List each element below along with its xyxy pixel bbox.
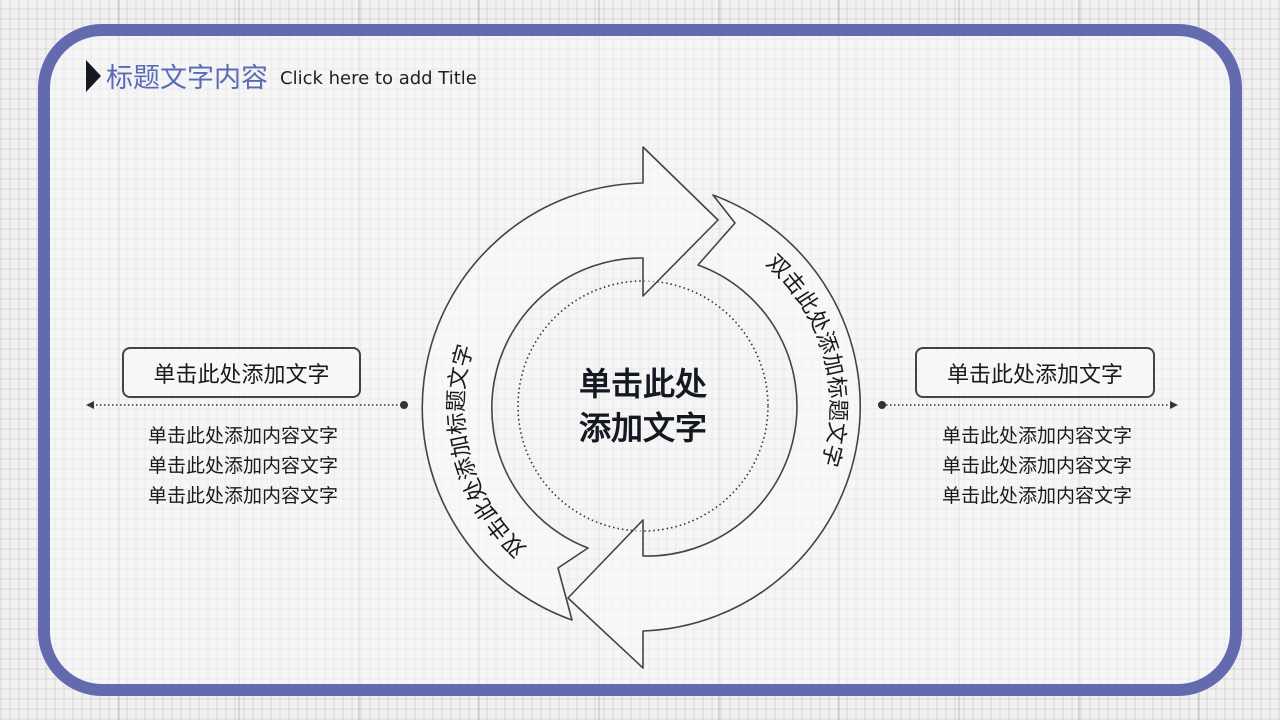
center-text[interactable]: 单击此处 添加文字 [543,362,743,450]
list-item: 单击此处添加内容文字 [941,425,1132,447]
list-item: 单击此处添加内容文字 [147,455,338,477]
left-heading-box[interactable]: 单击此处添加文字 [122,347,361,398]
title-chinese[interactable]: 标题文字内容 [106,63,268,94]
triangle-bullet-icon [86,59,101,92]
right-connector-dot [878,401,886,409]
right-heading-box[interactable]: 单击此处添加文字 [915,347,1155,398]
right-arrowhead-icon [1170,401,1178,409]
center-text-line-2: 添加文字 [578,409,707,447]
left-connector-dot [400,401,408,409]
center-text-line-1: 单击此处 [578,365,707,403]
slide-title[interactable]: 标题文字内容 Click here to add Title [86,56,477,95]
arrow-left-to-top[interactable] [421,146,719,621]
title-english[interactable]: Click here to add Title [280,68,477,89]
list-item: 单击此处添加内容文字 [941,455,1132,477]
list-item: 单击此处添加内容文字 [147,425,338,447]
right-content-list[interactable]: 单击此处添加内容文字 单击此处添加内容文字 单击此处添加内容文字 [914,421,1160,511]
list-item: 单击此处添加内容文字 [147,485,338,507]
left-arrowhead-icon [86,401,94,409]
dotted-circle [517,280,769,532]
arrow-right-to-bottom[interactable] [567,194,862,669]
list-item: 单击此处添加内容文字 [941,485,1132,507]
left-content-list[interactable]: 单击此处添加内容文字 单击此处添加内容文字 单击此处添加内容文字 [120,421,366,511]
